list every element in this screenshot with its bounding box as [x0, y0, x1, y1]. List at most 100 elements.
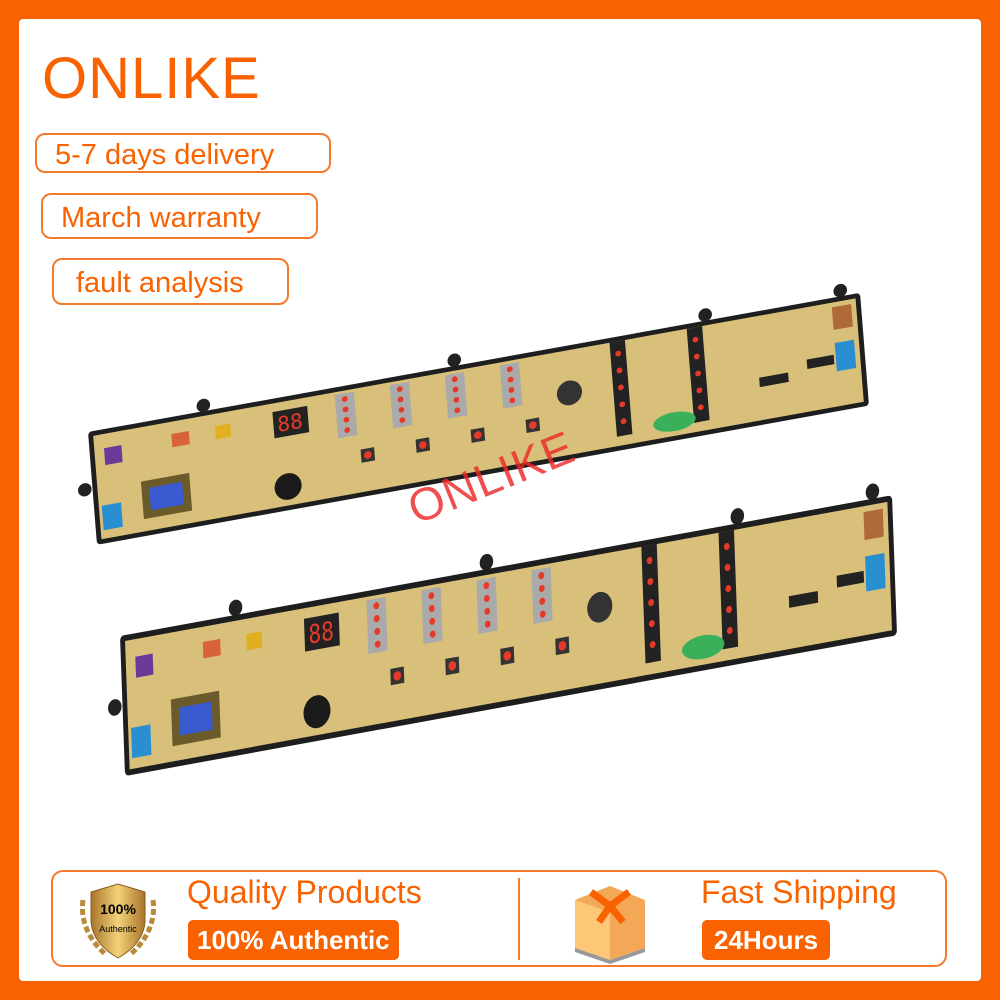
led	[373, 614, 380, 623]
mounting-tab	[698, 308, 712, 322]
led	[647, 578, 654, 586]
led	[539, 610, 546, 618]
mounting-tab	[196, 398, 211, 413]
connector-brown	[863, 508, 884, 541]
led	[342, 406, 349, 413]
led	[724, 563, 731, 572]
led	[697, 404, 704, 411]
ic-chip	[759, 372, 789, 388]
led	[484, 607, 491, 615]
led	[617, 384, 624, 391]
led	[507, 376, 514, 383]
led	[397, 396, 404, 403]
led	[374, 627, 381, 635]
led	[343, 416, 350, 423]
led	[398, 406, 405, 413]
led-digits: 88	[308, 615, 335, 650]
tag-warranty: March warranty	[41, 193, 318, 239]
led	[726, 626, 733, 635]
brand-logo: ONLIKE	[42, 46, 261, 111]
rotary-knob	[587, 591, 613, 623]
led-bar	[334, 391, 358, 439]
led	[428, 604, 435, 613]
led	[454, 407, 461, 414]
rotary-knob	[556, 380, 583, 406]
led	[695, 370, 701, 377]
connector-red	[202, 638, 221, 659]
authentic-badge: 100% Authentic	[188, 920, 399, 960]
led	[649, 641, 656, 649]
mounting-tab	[865, 483, 880, 500]
led-digits: 88	[276, 408, 304, 437]
led-display	[272, 405, 310, 439]
led	[725, 584, 732, 593]
button-led	[473, 431, 482, 439]
button-led	[558, 641, 567, 651]
capacitor	[246, 631, 263, 651]
mounting-tab	[833, 283, 848, 298]
led	[692, 336, 699, 343]
led-display	[303, 612, 340, 652]
connector-purple	[135, 653, 154, 678]
led	[399, 417, 406, 424]
mounting-tab	[479, 553, 494, 571]
led	[374, 640, 381, 648]
button-led	[363, 451, 372, 459]
led-bar	[499, 361, 523, 409]
connector-blue	[101, 502, 123, 531]
led	[453, 397, 460, 403]
led	[538, 584, 545, 592]
led	[648, 620, 655, 628]
led	[693, 353, 700, 360]
quality-title: Quality Products	[187, 874, 422, 910]
sticker	[681, 634, 725, 660]
ic-chip	[788, 590, 819, 608]
ic-chip	[836, 570, 865, 588]
led	[451, 376, 458, 383]
led	[396, 386, 403, 392]
led-bar	[366, 596, 388, 655]
led	[620, 418, 627, 425]
connector-blue	[834, 339, 857, 372]
led	[723, 542, 730, 551]
led	[619, 401, 626, 408]
led	[615, 350, 622, 357]
button-led	[393, 671, 402, 681]
led	[429, 617, 436, 625]
led-bar	[444, 371, 468, 419]
connector-purple	[103, 445, 123, 466]
button-led	[503, 651, 512, 661]
connector-blue	[865, 552, 886, 592]
led-bar	[531, 566, 553, 625]
connector-blue	[131, 724, 152, 759]
led	[539, 597, 546, 605]
connector-red	[171, 430, 190, 448]
led	[508, 387, 515, 393]
transformer-coil	[178, 701, 213, 736]
led-bar	[476, 576, 498, 635]
led	[483, 582, 490, 590]
ic-chip	[806, 354, 835, 370]
shipping-title: Fast Shipping	[701, 874, 897, 910]
led	[344, 427, 351, 433]
led	[373, 602, 380, 610]
connector-brown	[831, 303, 853, 330]
buzzer	[274, 473, 302, 500]
pcb	[125, 501, 893, 770]
led	[509, 397, 516, 404]
feature-banner: 100% Authentic Quality Products 100% Aut…	[51, 870, 947, 967]
sticker	[653, 411, 696, 432]
led	[538, 572, 545, 580]
control-board-top: 88	[78, 283, 869, 545]
badge-icon-subtext: Authentic	[99, 924, 137, 934]
led	[616, 367, 623, 374]
led	[341, 396, 348, 402]
transformer-coil	[149, 481, 184, 511]
buzzer	[303, 695, 331, 729]
led	[506, 366, 513, 373]
led	[484, 620, 491, 628]
mounting-tab	[730, 508, 745, 525]
led	[696, 387, 703, 394]
led	[648, 599, 654, 607]
